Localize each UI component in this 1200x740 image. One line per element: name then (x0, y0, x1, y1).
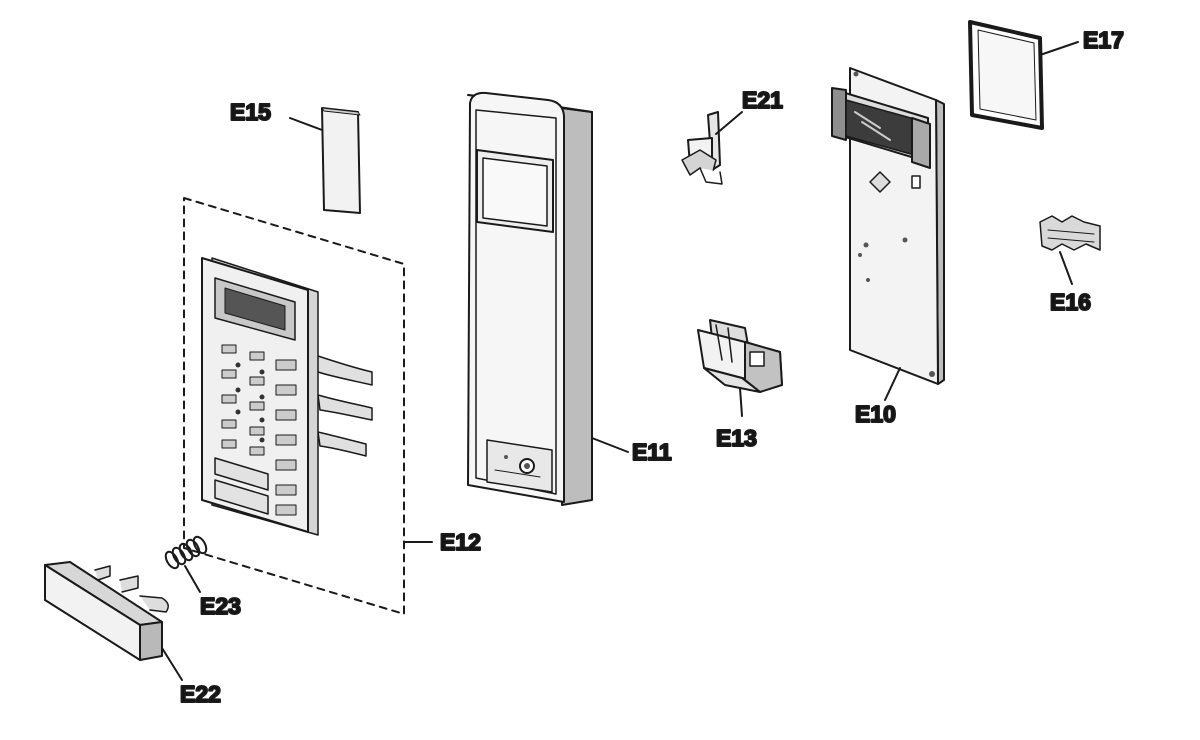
part-e21-bracket (681, 111, 723, 185)
leader-e15 (289, 117, 323, 131)
part-e17-cover-plate (968, 20, 1044, 130)
part-e15-label-plate (321, 107, 361, 214)
leader-e17 (1039, 41, 1079, 56)
label-e13: E13 (716, 425, 757, 451)
label-e16: E16 (1050, 289, 1091, 315)
part-e10-pcb (831, 67, 945, 385)
leader-e10 (884, 367, 901, 401)
label-e12: E12 (440, 529, 481, 555)
part-e12-keypad-assembly (183, 197, 405, 615)
leader-e13 (739, 387, 743, 417)
label-e22: E22 (180, 681, 221, 707)
leader-e21 (715, 111, 743, 135)
leader-e16 (1059, 251, 1073, 285)
label-e11: E11 (632, 439, 672, 465)
leader-e22 (161, 647, 183, 681)
label-e15: E15 (230, 99, 271, 125)
label-e23: E23 (200, 593, 241, 619)
label-e10: E10 (855, 401, 896, 427)
e12-dashed-boundary (183, 197, 405, 615)
part-e22-door-button (44, 561, 169, 661)
label-e21: E21 (742, 87, 783, 113)
part-e23-spring (164, 535, 208, 570)
leader-e23 (184, 565, 201, 593)
label-e17: E17 (1083, 27, 1124, 53)
leader-e11 (591, 437, 629, 453)
part-e13-switch-holder (697, 319, 783, 393)
part-e16-cable (1039, 215, 1101, 251)
part-e11-control-panel-frame (467, 91, 593, 506)
